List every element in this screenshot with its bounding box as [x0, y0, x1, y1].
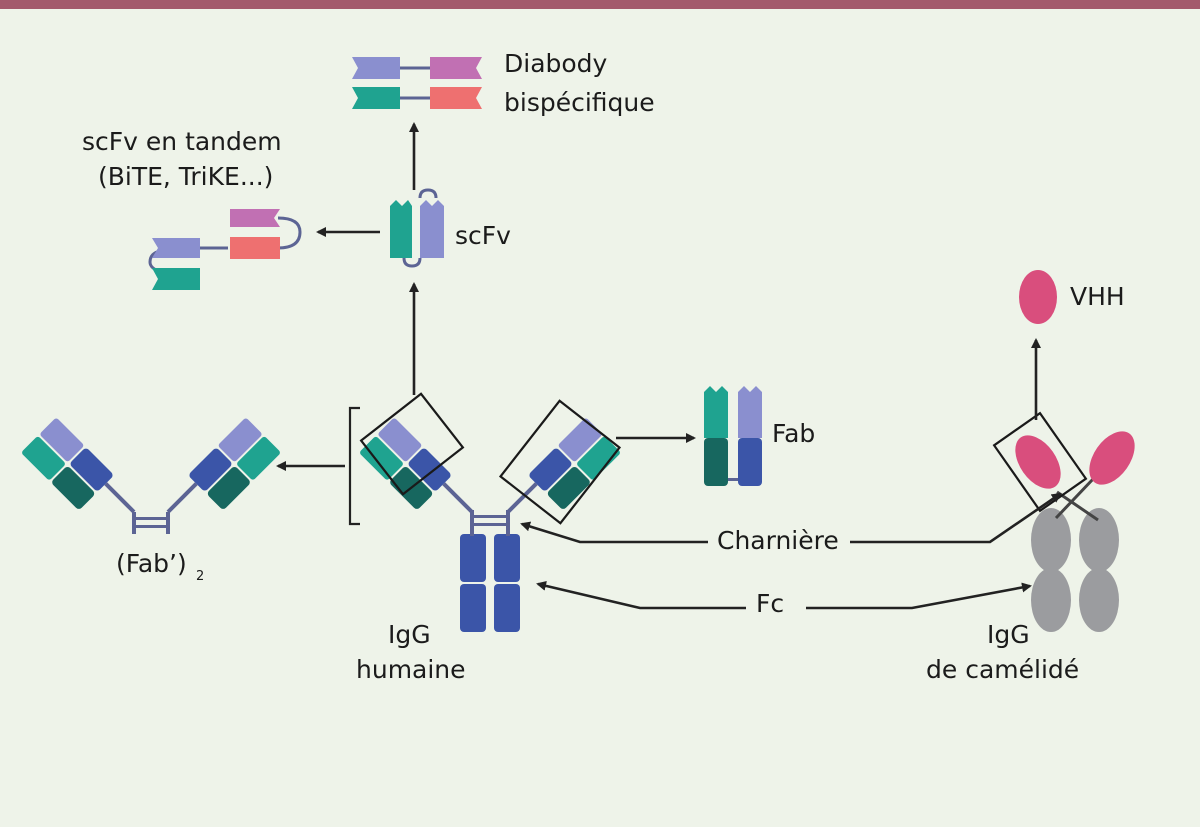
- vhh-domain: [1019, 270, 1057, 324]
- fab-fragment-icon: [704, 386, 762, 486]
- tandem-scfv-label-line2: (BiTE, TriKE...): [98, 162, 273, 191]
- fab2-subscript: 2: [196, 569, 204, 584]
- scfv-label: scFv: [455, 221, 511, 250]
- vhh-label: VHH: [1070, 282, 1125, 311]
- top-accent-bar: [0, 0, 1200, 9]
- arrow-fc-human: [536, 580, 746, 610]
- fc-label: Fc: [756, 589, 784, 618]
- arrow-fc-camelid: [806, 582, 1032, 610]
- fab-label: Fab: [772, 419, 815, 448]
- diabody-label-line2: bispécifique: [504, 88, 655, 117]
- hinge-label: Charnière: [717, 526, 839, 555]
- vhh-selection-box: [992, 411, 1088, 513]
- arrow-hinge-human: [520, 521, 708, 544]
- fab2-fragment-icon: [22, 418, 280, 534]
- scfv-icon: [390, 188, 444, 268]
- camelid-igg-label-line2: de camélidé: [926, 655, 1079, 684]
- tandem-scfv-icon: [148, 209, 302, 290]
- tandem-scfv-label: scFv en tandem: [82, 127, 282, 156]
- fab2-bracket: [348, 406, 360, 526]
- scfv-selection-box: [359, 392, 465, 496]
- fab2-label: (Fab’): [116, 549, 187, 578]
- camelid-igg-icon: [1015, 431, 1135, 632]
- diabody-label: Diabody: [504, 49, 608, 78]
- human-igg-label: IgG: [388, 620, 431, 649]
- human-igg-icon: [360, 418, 620, 632]
- human-igg-label-line2: humaine: [356, 655, 466, 684]
- diabody-icon: [352, 57, 482, 109]
- fab-selection-box: [498, 399, 622, 525]
- camelid-igg-label: IgG: [987, 620, 1030, 649]
- arrow-hinge-camelid: [850, 492, 1062, 544]
